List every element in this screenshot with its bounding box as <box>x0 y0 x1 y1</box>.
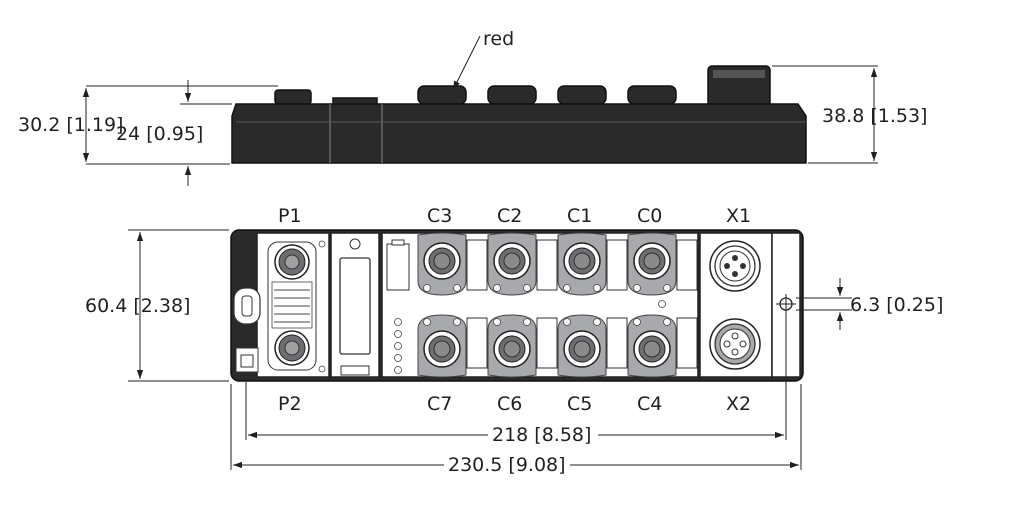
label-c6: C6 <box>497 393 522 415</box>
x1-connector <box>709 240 761 292</box>
ground-label-box <box>235 347 259 373</box>
p2-connector <box>274 330 310 366</box>
side-c3-connector <box>417 85 467 105</box>
c4-connector <box>633 330 671 368</box>
side-p1-connector <box>274 89 312 105</box>
dim-60-4-label: 60.4 [2.38] <box>85 295 190 317</box>
label-p2: P2 <box>278 393 302 415</box>
c5-connector <box>563 330 601 368</box>
label-c7: C7 <box>427 393 452 415</box>
dim-6-3-label: 6.3 [0.25] <box>850 294 943 316</box>
led-2 <box>394 330 402 338</box>
side-view: red 30.2 [1.19] 24 [0.95] 38.8 [1.53] <box>18 28 927 186</box>
led-4 <box>394 354 402 362</box>
side-c2-connector <box>487 85 537 105</box>
led-5 <box>394 366 402 374</box>
p1-connector <box>274 244 310 280</box>
label-c1: C1 <box>567 205 592 227</box>
red-callout-label: red <box>483 28 514 50</box>
dim-30-2-label: 30.2 [1.19] <box>18 114 123 136</box>
left-mounting-slot <box>233 287 261 325</box>
label-c2: C2 <box>497 205 522 227</box>
label-c5: C5 <box>567 393 592 415</box>
dim-38-8-label: 38.8 [1.53] <box>822 105 927 127</box>
c6-connector <box>493 330 531 368</box>
label-x2: X2 <box>726 393 751 415</box>
side-c1-connector <box>557 85 607 105</box>
c7-connector <box>423 330 461 368</box>
label-c0: C0 <box>637 205 662 227</box>
c1-connector <box>563 242 601 280</box>
side-c0-connector <box>627 85 677 105</box>
dim-218-label: 218 [8.58] <box>492 424 591 446</box>
side-housing <box>231 103 807 164</box>
red-leader-line <box>452 35 481 91</box>
dim-24-label: 24 [0.95] <box>116 123 203 145</box>
label-c4: C4 <box>637 393 662 415</box>
c0-connector <box>633 242 671 280</box>
c3-connector <box>423 242 461 280</box>
led-1 <box>394 318 402 326</box>
dim-230-5-label: 230.5 [9.08] <box>448 454 566 476</box>
led-3 <box>394 342 402 350</box>
c2-connector <box>493 242 531 280</box>
top-view: P1 C3 C2 C1 C0 X1 P2 C7 C6 C5 C4 X2 <box>85 205 943 476</box>
x2-connector <box>709 318 761 370</box>
label-p1: P1 <box>278 205 302 227</box>
label-x1: X1 <box>726 205 751 227</box>
label-c3: C3 <box>427 205 452 227</box>
cover-screw <box>349 238 361 250</box>
